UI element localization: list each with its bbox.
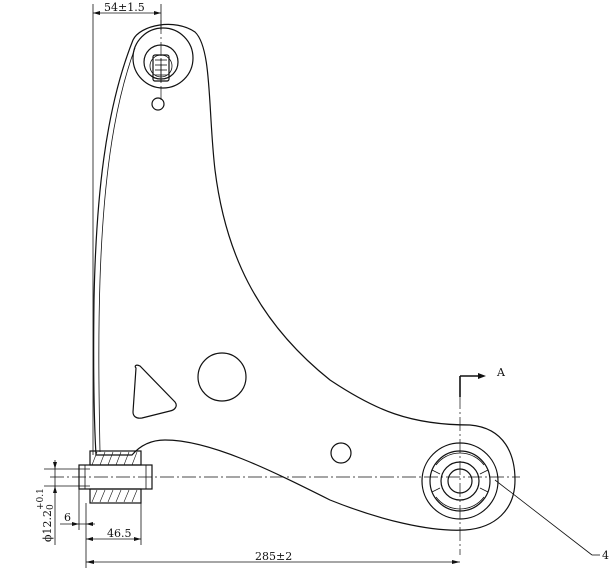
dim-bore — [44, 460, 90, 545]
arm-flange-line — [98, 47, 136, 453]
dim-top — [92, 4, 162, 455]
dim-overall-label: 285±2 — [255, 550, 292, 563]
round-hole — [197, 352, 247, 402]
dim-bushing-width — [86, 503, 142, 545]
callout-leader — [494, 479, 600, 556]
dim-bushing-offset — [60, 489, 95, 530]
dim-bushing-width-label: 46.5 — [107, 527, 132, 540]
small-hole-rear — [330, 442, 352, 464]
dim-bushing-offset-label: 6 — [64, 511, 71, 524]
section-marker-label: A — [496, 366, 506, 379]
dim-top-offset-label: 54±1.5 — [104, 1, 145, 14]
callout-number: 4 — [602, 549, 609, 562]
section-marker — [459, 373, 486, 397]
dim-bore-tol-upper: +0.1 — [36, 488, 46, 510]
dim-bore-label: ϕ12.2 — [41, 510, 54, 542]
triangle-cutout — [132, 364, 177, 419]
ball-joint — [132, 27, 194, 89]
small-hole-top — [151, 97, 165, 111]
arm-outline — [93, 23, 516, 531]
dim-overall — [85, 503, 460, 568]
dim-bore-tol-lower: 0 — [46, 504, 56, 510]
